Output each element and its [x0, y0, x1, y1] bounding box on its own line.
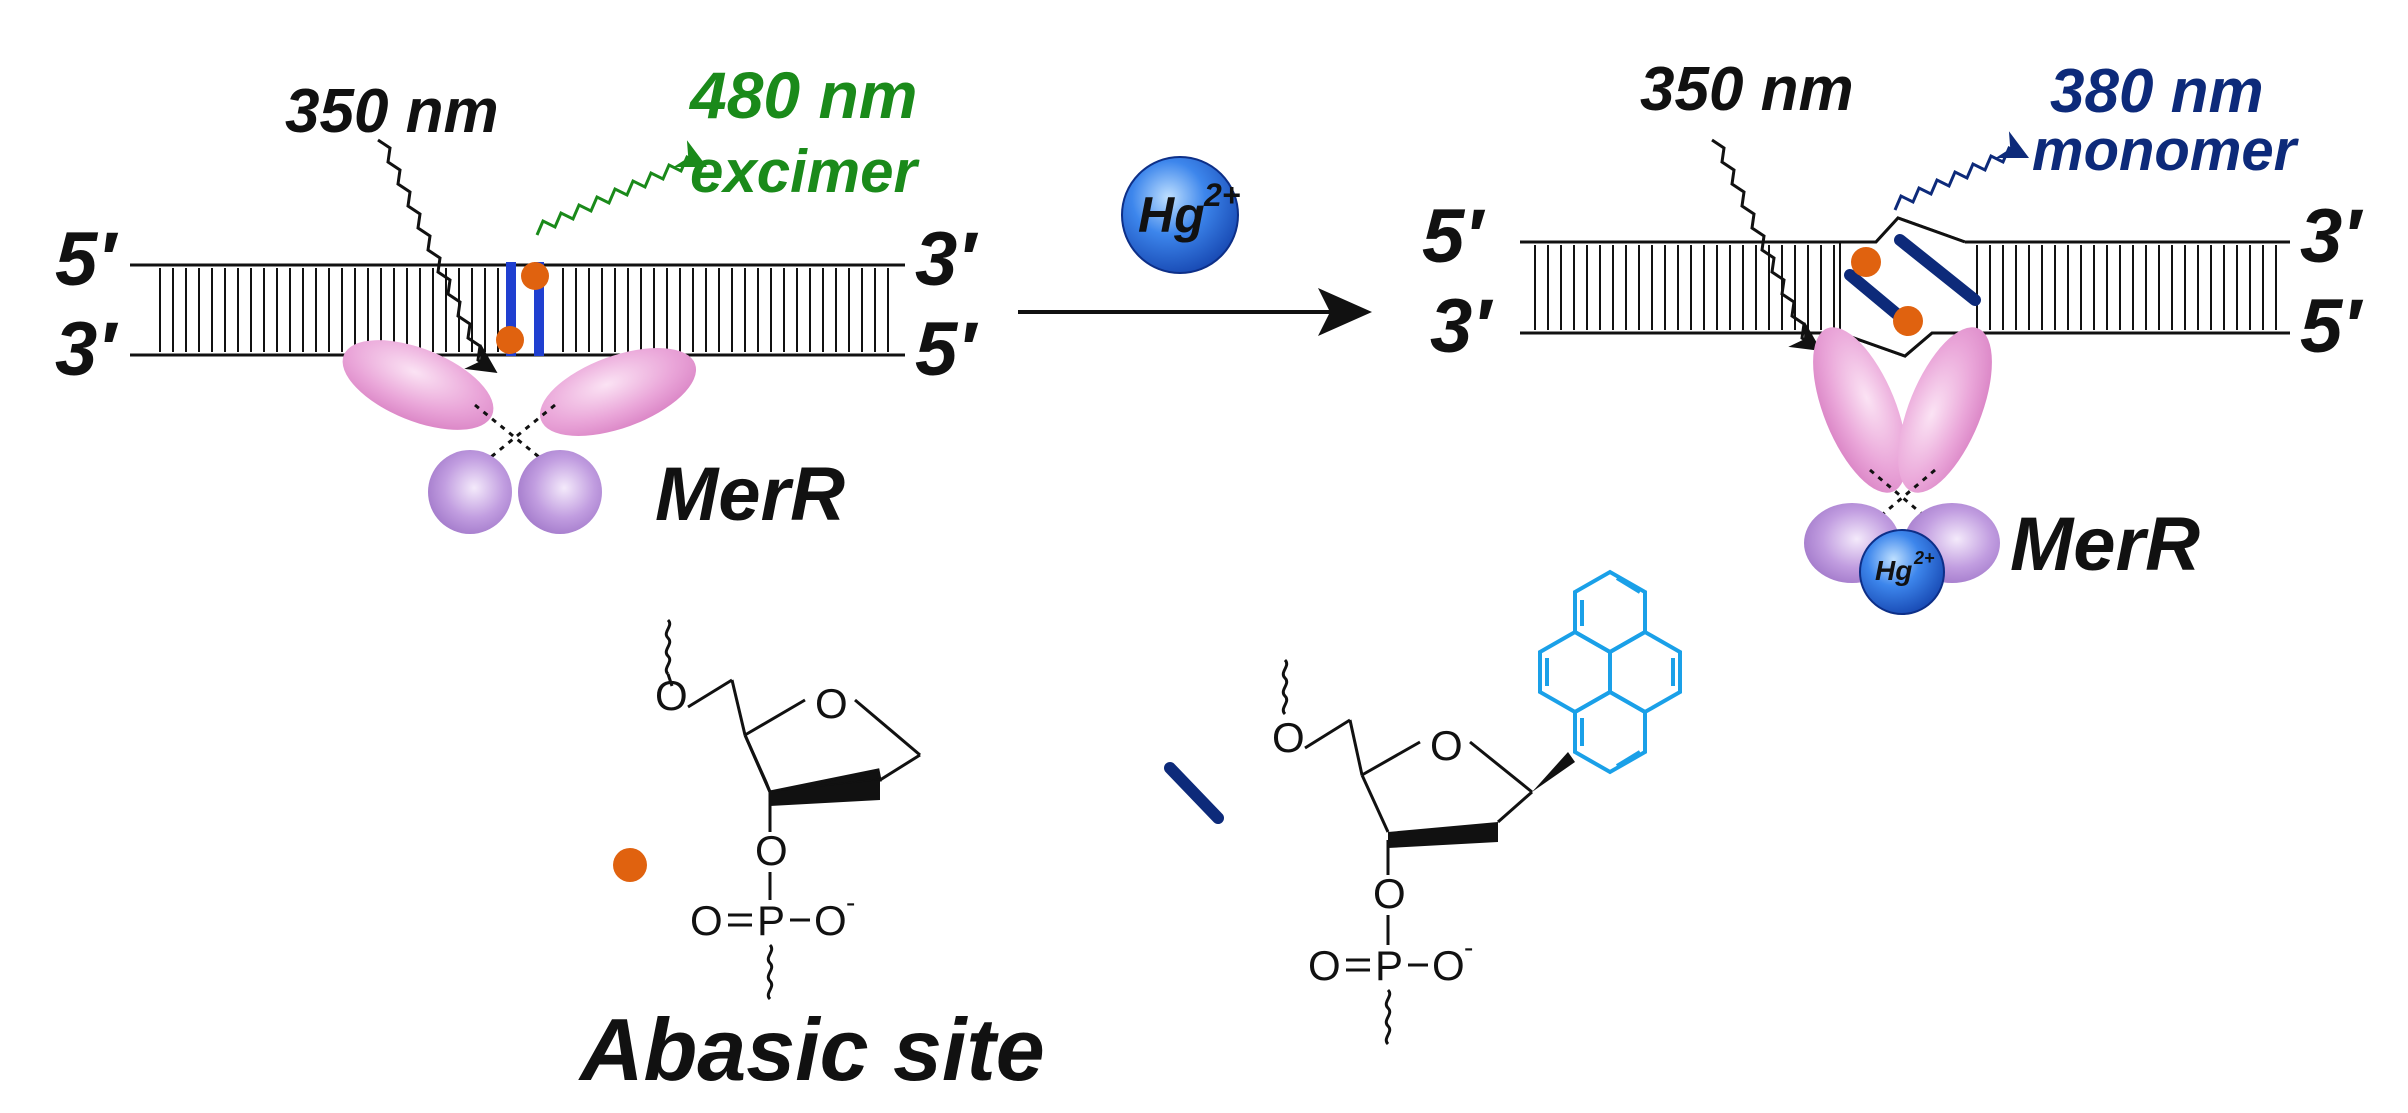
pyrene-o-minus: O — [1432, 942, 1465, 989]
strand-right-bottom-5prime: 5′ — [2300, 284, 2363, 369]
orange-dot-icon — [521, 262, 549, 290]
pyrene-o3: O — [1373, 870, 1406, 917]
merr-label-left: MerR — [655, 452, 845, 537]
abasic-o5: O — [655, 672, 688, 719]
excitation-arrow-right — [1711, 138, 1822, 351]
strand-left-bottom-3prime: 3′ — [55, 307, 118, 392]
abasic-ring-o: O — [815, 680, 848, 727]
dna-duplex-left — [130, 263, 905, 357]
orange-dot-icon — [613, 848, 647, 882]
abasic-p: P — [757, 897, 785, 944]
abasic-o-minus: O — [814, 897, 847, 944]
pyrene-p: P — [1375, 942, 1403, 989]
hg-ion-charge: 2+ — [1203, 177, 1240, 213]
merr-protein-left — [342, 340, 697, 534]
base-pair-rungs-left — [159, 268, 889, 352]
strand-left-top-5prime: 5′ — [55, 217, 118, 302]
pyrene-ring — [1538, 569, 1682, 775]
hg-bound-sphere — [1859, 529, 1945, 615]
strand-right-top-3prime: 3′ — [2300, 194, 2363, 279]
abasic-charge: - — [846, 887, 855, 918]
pyrene-po-o: O — [1308, 942, 1341, 989]
orange-dot-icon — [496, 326, 524, 354]
pyrene-o5: O — [1272, 714, 1305, 761]
pyrene-ring-o: O — [1430, 722, 1463, 769]
orange-dot-icon — [1851, 247, 1881, 277]
hg-bound-charge: 2+ — [1913, 548, 1935, 568]
excitation-label-right: 350 nm — [1640, 55, 1854, 124]
left-panel: 5′ 3′ 3′ 5′ 350 nm 480 nm excimer MerR — [55, 58, 978, 537]
pyrene-bar-left-b — [534, 262, 544, 356]
emission-type-left: excimer — [690, 138, 920, 205]
reaction-arrowhead — [1318, 288, 1372, 336]
emission-arrow-right — [1893, 131, 2030, 211]
abasic-site-structure — [664, 618, 921, 1001]
abasic-site-caption: Abasic site — [578, 1000, 1045, 1099]
reaction-arrow-group: Hg 2+ — [1018, 156, 1372, 336]
strand-left-bottom-5prime: 5′ — [915, 307, 978, 392]
navy-bar-icon — [1164, 762, 1224, 824]
emission-wavelength-left: 480 nm — [688, 58, 917, 132]
emission-wavelength-right: 380 nm — [2050, 57, 2264, 126]
emission-type-right: monomer — [2032, 118, 2300, 183]
merr-protein-right — [1804, 327, 2000, 615]
abasic-po-o: O — [690, 897, 723, 944]
orange-dot-icon — [1893, 306, 1923, 336]
emission-arrow-left — [535, 140, 708, 236]
excitation-label-left: 350 nm — [285, 77, 499, 146]
hg-bound-label: Hg — [1875, 555, 1912, 586]
abasic-o3: O — [755, 827, 788, 874]
base-pair-rungs-right — [1534, 245, 2277, 330]
legend: O O O O P O - Abasic site O O O O — [578, 569, 1682, 1099]
strand-left-top-3prime: 3′ — [915, 217, 978, 302]
pyrene-bar-left-a — [506, 262, 516, 356]
excitation-arrow-left — [377, 138, 498, 373]
hg-ion-sphere — [1121, 156, 1239, 274]
merr-label-right: MerR — [2010, 502, 2200, 587]
strand-right-bottom-3prime: 3′ — [1430, 284, 1493, 369]
pyrene-charge: - — [1464, 932, 1473, 963]
hg-ion-label: Hg — [1138, 187, 1205, 243]
strand-right-top-5prime: 5′ — [1422, 194, 1485, 279]
pyrene-nucleoside-structure — [1281, 658, 1575, 1046]
pyrene-bar-right-a — [1894, 234, 1981, 306]
right-panel: 5′ 3′ 3′ 5′ 350 nm 380 nm monomer Hg 2+ … — [1422, 55, 2363, 615]
